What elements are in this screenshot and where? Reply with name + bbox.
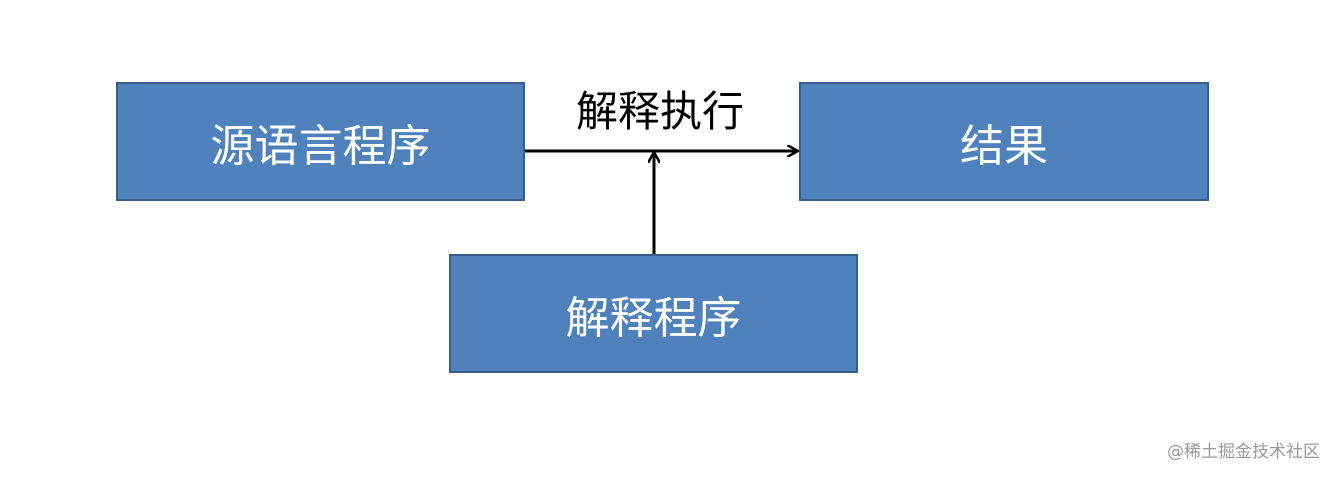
node-result: 结果	[799, 82, 1209, 201]
node-interpreter: 解释程序	[449, 254, 858, 373]
watermark: @稀土掘金技术社区	[1167, 442, 1320, 462]
edge-label-interpret-execute: 解释执行	[575, 87, 744, 136]
node-result-label: 结果	[960, 120, 1048, 172]
node-source-program: 源语言程序	[116, 82, 525, 201]
node-interpreter-label: 解释程序	[565, 292, 742, 344]
node-source-program-label: 源语言程序	[210, 120, 431, 172]
